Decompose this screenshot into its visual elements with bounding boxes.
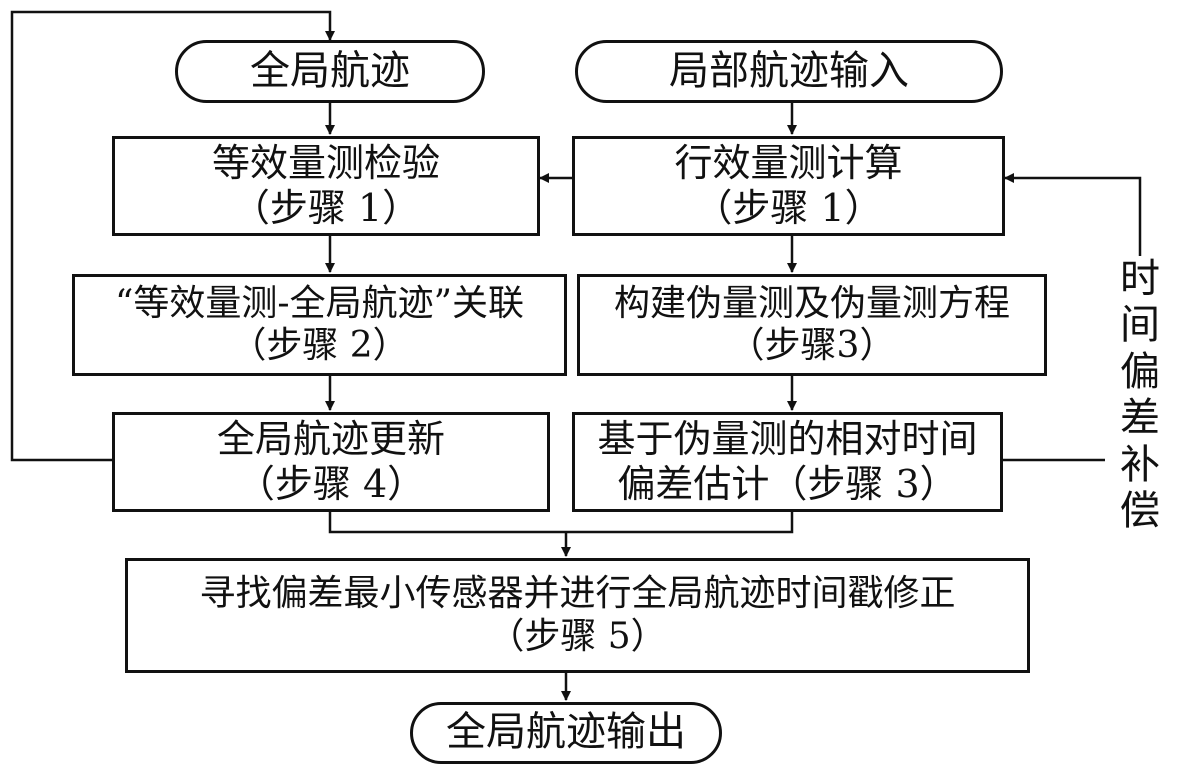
node-timestamp-correction: 寻找偏差最小传感器并进行全局航迹时间戳修正 （步骤 5） bbox=[125, 558, 1030, 673]
loop-line-left bbox=[10, 10, 335, 462]
node-equiv-check-line1: 等效量测检验 bbox=[211, 141, 440, 186]
node-association-line2: （步骤 2） bbox=[230, 325, 409, 366]
node-timestamp-fix-line1: 寻找偏差最小传感器并进行全局航迹时间戳修正 bbox=[199, 573, 956, 615]
node-time-bias-est-line2: 偏差估计（步骤 3） bbox=[617, 462, 958, 506]
node-equiv-check-line2: （步骤 1） bbox=[231, 186, 421, 230]
node-relative-time-bias-estimate: 基于伪量测的相对时间 偏差估计（步骤 3） bbox=[572, 412, 1003, 512]
node-local-track-input-text: 局部航迹输入 bbox=[669, 47, 909, 94]
merge-line bbox=[328, 512, 794, 534]
node-global-track-update: 全局航迹更新 （步骤 4） bbox=[112, 412, 550, 512]
node-equivalent-measurement-check: 等效量测检验 （步骤 1） bbox=[112, 136, 540, 236]
node-time-bias-est-line1: 基于伪量测的相对时间 bbox=[597, 417, 978, 462]
node-equiv-calc-line2: （步骤 1） bbox=[694, 186, 883, 230]
node-global-output-text: 全局航迹输出 bbox=[446, 709, 686, 756]
node-pseudo-build-line2: （步骤3） bbox=[728, 325, 896, 366]
node-timestamp-fix-line2: （步骤 5） bbox=[488, 615, 667, 657]
node-global-track: 全局航迹 bbox=[175, 40, 485, 103]
feedback-label-time-bias-compensation: 时间 偏差 补偿 bbox=[1105, 256, 1175, 535]
node-association-line1: “等效量测-全局航迹”关联 bbox=[115, 282, 524, 324]
node-association: “等效量测-全局航迹”关联 （步骤 2） bbox=[72, 274, 567, 376]
node-global-update-line2: （步骤 4） bbox=[236, 462, 426, 506]
node-equivalent-measurement-calc: 行效量测计算 （步骤 1） bbox=[572, 136, 1005, 236]
node-global-track-text: 全局航迹 bbox=[250, 47, 410, 94]
node-pseudo-build-line1: 构建伪量测及伪量测方程 bbox=[613, 282, 1010, 324]
node-global-track-output: 全局航迹输出 bbox=[410, 702, 722, 764]
node-global-update-line1: 全局航迹更新 bbox=[216, 417, 445, 462]
node-pseudo-measurement-build: 构建伪量测及伪量测方程 （步骤3） bbox=[577, 274, 1047, 376]
feedback-label-line2: 偏差 bbox=[1120, 348, 1160, 442]
node-equiv-calc-line1: 行效量测计算 bbox=[674, 141, 903, 186]
feedback-label-line1: 时间 bbox=[1120, 256, 1160, 349]
node-local-track-input: 局部航迹输入 bbox=[575, 40, 1003, 103]
feedback-label-line3: 补偿 bbox=[1120, 441, 1160, 534]
